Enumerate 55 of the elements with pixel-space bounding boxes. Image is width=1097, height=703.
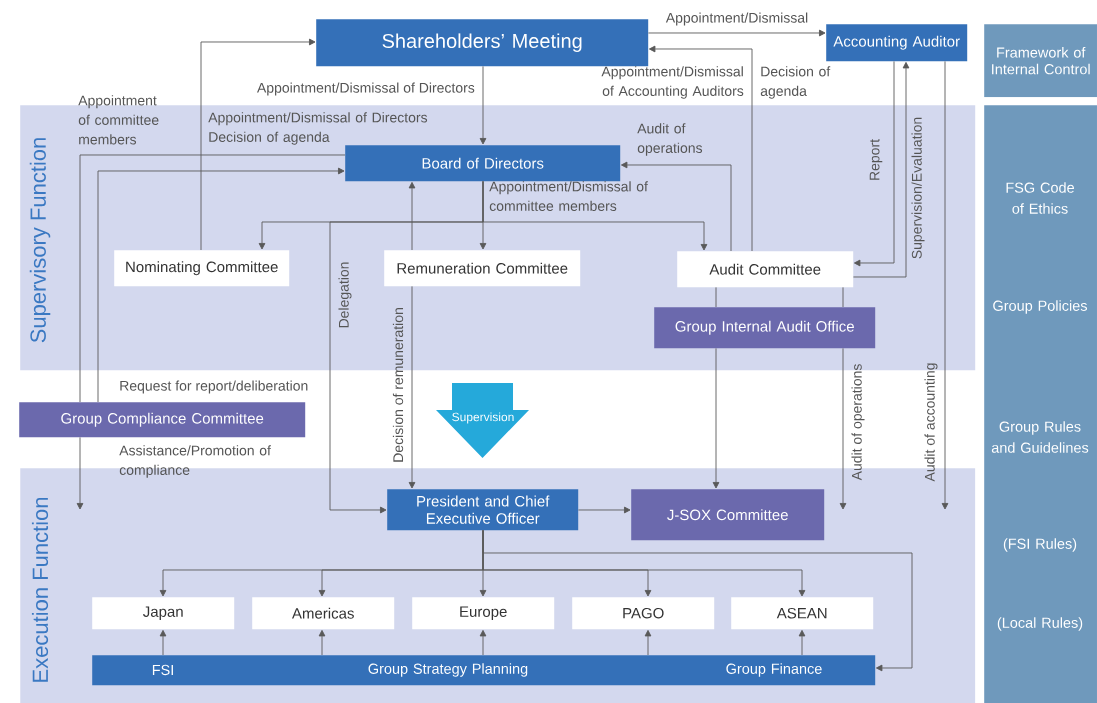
edge-label: Audit of accounting [924,363,938,482]
arrow [76,436,84,510]
edge-label: Supervision/Evaluation [911,117,925,259]
committee-box: Group Compliance Committee [19,402,306,438]
committee-box: PAGO [572,597,715,630]
department-bar: FSI Group Strategy Planning Group Finance [92,655,876,686]
arrow [479,629,487,656]
committee-box: Europe [412,597,555,630]
edge-label: Appointment/Dismissal [665,12,808,26]
edge-label: Appointment/Dismissal of Directors [257,82,475,96]
arrow [644,629,652,656]
note-text: Decision of agenda [760,66,831,99]
edge-label: Appointment/Dismissal of Accounting Auditors [601,66,744,99]
committee-box: Americas [252,597,395,630]
arrow [329,180,484,514]
arrow [647,29,826,37]
committee-box: ASEAN [731,597,874,630]
edge-label: Appointment/Dismissal of Directors Decision of agenda [208,112,428,145]
arrow [479,65,487,145]
arrow [852,61,910,278]
committee-box: Audit Committee [677,251,854,288]
organization-box: President and Chief Executive Officer [387,489,579,531]
committee-box: Japan [92,597,235,630]
committee-box: J-SOX Committee [631,489,825,541]
committee-box: Remuneration Committee [384,250,581,287]
organization-box: Board of Directors [345,145,621,182]
organization-box: Shareholders’ Meeting [316,19,649,67]
edge-label: Request for report/deliberation [120,380,308,394]
edge-label: Report [869,139,883,180]
arrow [941,60,949,510]
rules-panel: FSG Code of Ethics Group Policies Group Rules and Guidelines (FSI Rules) (Local Rules) [984,105,1097,703]
edge-label: Appointment/Dismissal of committee members [489,181,648,211]
arrow [408,285,416,489]
arrow [200,38,316,251]
arrow [159,629,167,656]
arrow [620,161,732,252]
committee-box: Nominating Committee [114,250,290,287]
arrow [839,347,847,510]
edge-label: Audit of operations [637,123,703,156]
arrow [798,629,806,656]
edge-label: Audit of operations [851,364,865,481]
arrow [648,45,753,252]
arrow [712,347,720,489]
edge-label: Decision of remuneration [392,308,404,462]
arrow [318,629,326,656]
edge-label: Appointment of committee members [78,95,159,145]
arrow [408,181,416,251]
arrow [577,506,631,514]
arrow [482,529,913,672]
organization-box: Accounting Auditor [826,24,968,62]
arrow [853,60,895,267]
committee-box: Group Internal Audit Office [654,307,876,349]
edge-label: Assistance/Promotion of compliance [119,445,271,478]
rules-panel: Framework of Internal Control [984,24,1097,98]
edge-label: Delegation [338,262,352,328]
